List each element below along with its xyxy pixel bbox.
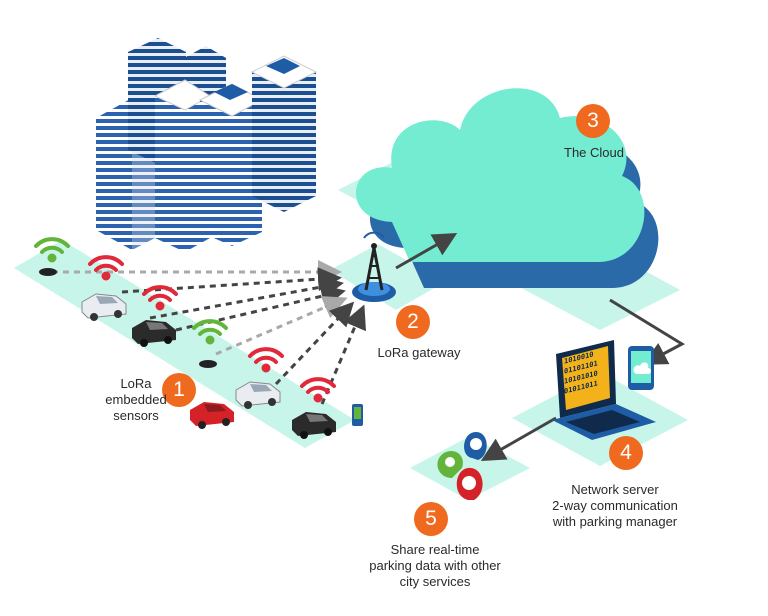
step-3-badge: 3 — [576, 104, 610, 138]
step-4-badge: 4 — [609, 436, 643, 470]
parked-cars — [81, 293, 336, 439]
label-line: sensors — [113, 408, 159, 423]
sensor-wifi-icons — [34, 237, 336, 403]
city-service-pins — [437, 432, 487, 500]
step-5-badge: 5 — [414, 502, 448, 536]
label-line: LoRa gateway — [377, 345, 461, 360]
step-2-badge: 2 — [396, 305, 430, 339]
label-line: LoRa — [120, 376, 152, 391]
smartphone-icon — [352, 404, 363, 426]
tablet-icon — [628, 346, 654, 390]
label-line: Network server — [571, 482, 659, 497]
step-1-label: LoRa embedded sensors — [100, 376, 172, 424]
label-line: embedded — [105, 392, 167, 407]
label-line: 2-way communication — [552, 498, 678, 513]
label-line: Share real-time — [390, 542, 480, 557]
step-3-label: The Cloud — [556, 145, 632, 161]
flow-arrows — [395, 233, 686, 461]
city-buildings — [96, 38, 318, 252]
label-line: city services — [399, 574, 471, 589]
step-2-label: LoRa gateway — [364, 345, 474, 361]
label-line: parking data with other — [369, 558, 501, 573]
step-1-badge: 1 — [162, 373, 196, 407]
step-5-label: Share real-time parking data with other … — [360, 542, 510, 590]
laptop-icon — [552, 340, 656, 440]
parking-sensors — [39, 268, 217, 368]
label-line: The Cloud — [564, 145, 624, 160]
step-4-label: Network server 2-way communication with … — [540, 482, 690, 530]
lora-gateway-icon — [352, 231, 396, 302]
sensor-signal-lines — [52, 260, 366, 405]
label-line: with parking manager — [552, 514, 678, 529]
